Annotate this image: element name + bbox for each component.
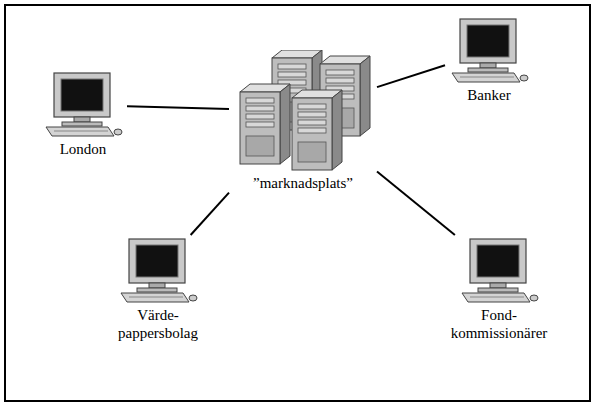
node-label: Banker	[467, 86, 510, 104]
connector-stroke	[127, 106, 229, 109]
node-label: ”marknadsplats”	[253, 174, 353, 192]
connector-line	[377, 171, 455, 235]
node-label: London	[60, 140, 107, 158]
computer-icon	[458, 238, 540, 304]
connector-stroke	[377, 171, 455, 235]
frame-rect	[5, 5, 590, 401]
computer-icon	[117, 238, 199, 304]
computer-icon	[448, 18, 530, 84]
computer-node: Fond- kommissionärer	[440, 238, 558, 342]
computer-node: London	[42, 72, 124, 158]
computer-node: Värde- pappersbolag	[108, 238, 208, 342]
node-label: Värde- pappersbolag	[108, 306, 208, 342]
computer-node: Banker	[448, 18, 530, 104]
connector-line	[377, 65, 445, 87]
connector-line	[191, 193, 229, 235]
connector-stroke	[191, 193, 229, 235]
server-node: ”marknadsplats”	[232, 50, 374, 192]
connector-stroke	[377, 65, 445, 87]
node-label: Fond- kommissionärer	[440, 306, 558, 342]
connector-line	[127, 106, 229, 109]
server-cluster-icon	[232, 50, 374, 172]
computer-icon	[42, 72, 124, 138]
